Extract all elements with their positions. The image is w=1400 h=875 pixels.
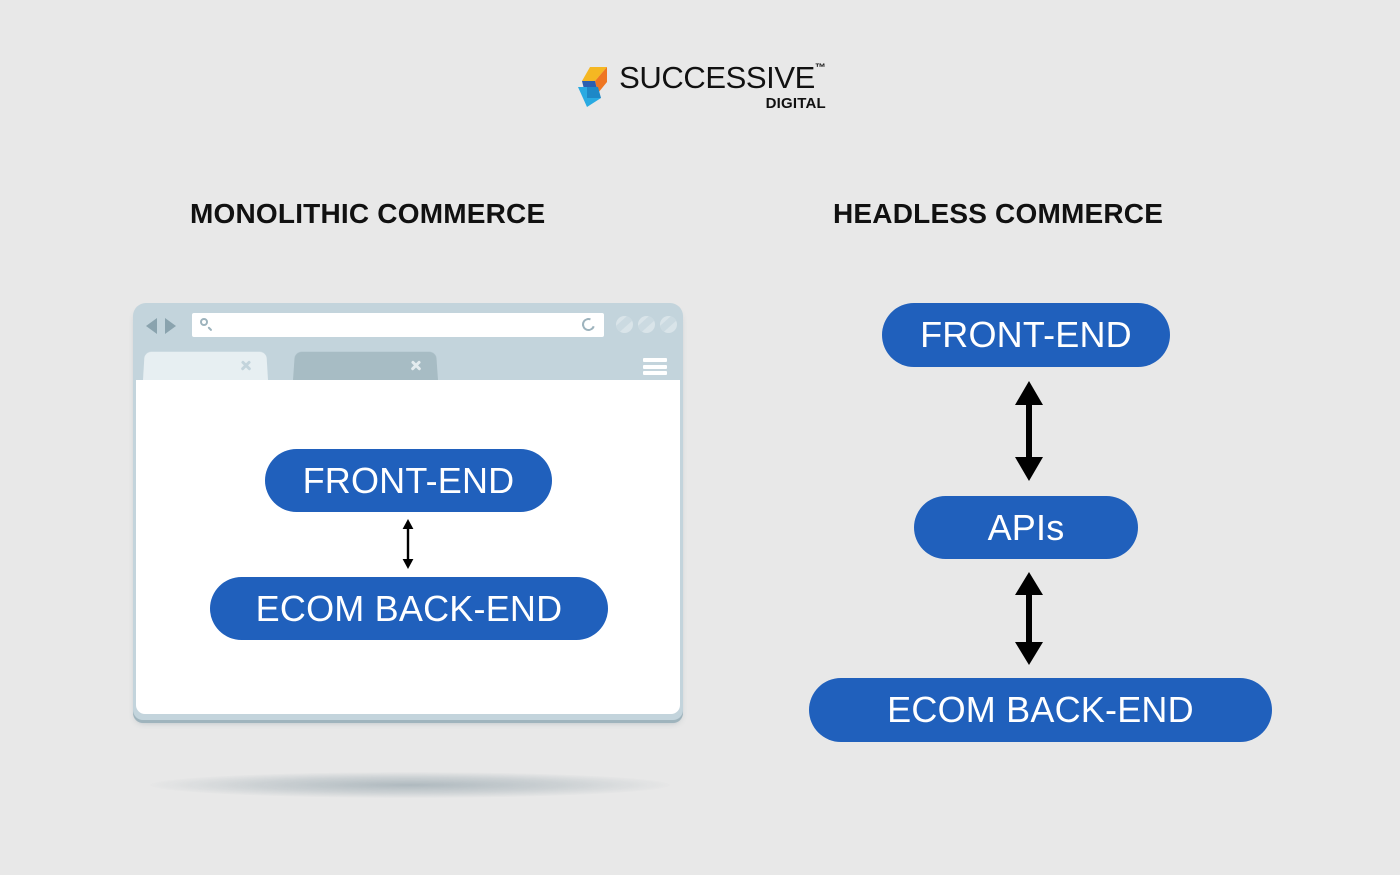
browser-tab-1[interactable] xyxy=(143,351,268,380)
trademark-symbol: ™ xyxy=(814,62,826,74)
headless-connector-arrow-bottom-icon xyxy=(1012,572,1046,665)
back-arrow-icon[interactable] xyxy=(146,318,157,334)
reload-icon[interactable] xyxy=(579,315,598,334)
headless-front-end-box: FRONT-END xyxy=(882,303,1170,367)
close-icon[interactable] xyxy=(240,360,252,372)
monolithic-commerce-heading: MONOLITHIC COMMERCE xyxy=(190,198,546,229)
monolithic-ecom-back-end-box: ECOM BACK-END xyxy=(210,577,608,640)
headless-commerce-heading: HEADLESS COMMERCE xyxy=(833,198,1164,229)
successive-logo-mark-icon xyxy=(574,65,610,109)
brand-name: SUCCESSIVE xyxy=(619,60,815,95)
monolithic-connector-arrow-icon xyxy=(399,519,417,569)
brand-subtitle: DIGITAL xyxy=(765,95,826,112)
window-control-dot[interactable] xyxy=(660,316,677,333)
browser-tab-2[interactable] xyxy=(293,351,438,380)
window-control-dot[interactable] xyxy=(616,316,633,333)
browser-drop-shadow xyxy=(150,772,670,798)
headless-ecom-back-end-box: ECOM BACK-END xyxy=(809,678,1272,742)
search-icon xyxy=(200,318,214,332)
browser-toolbar xyxy=(133,303,683,347)
window-control-dot[interactable] xyxy=(638,316,655,333)
close-icon[interactable] xyxy=(410,360,422,372)
address-bar-input[interactable] xyxy=(192,313,604,337)
browser-tab-strip xyxy=(133,347,683,380)
browser-window-mock xyxy=(133,303,683,720)
forward-arrow-icon[interactable] xyxy=(165,318,176,334)
hamburger-menu-icon[interactable] xyxy=(643,358,667,375)
brand-logo: SUCCESSIVE ™ DIGITAL xyxy=(0,62,1400,111)
headless-apis-box: APIs xyxy=(914,496,1138,559)
headless-connector-arrow-top-icon xyxy=(1012,381,1046,481)
monolithic-front-end-box: FRONT-END xyxy=(265,449,552,512)
